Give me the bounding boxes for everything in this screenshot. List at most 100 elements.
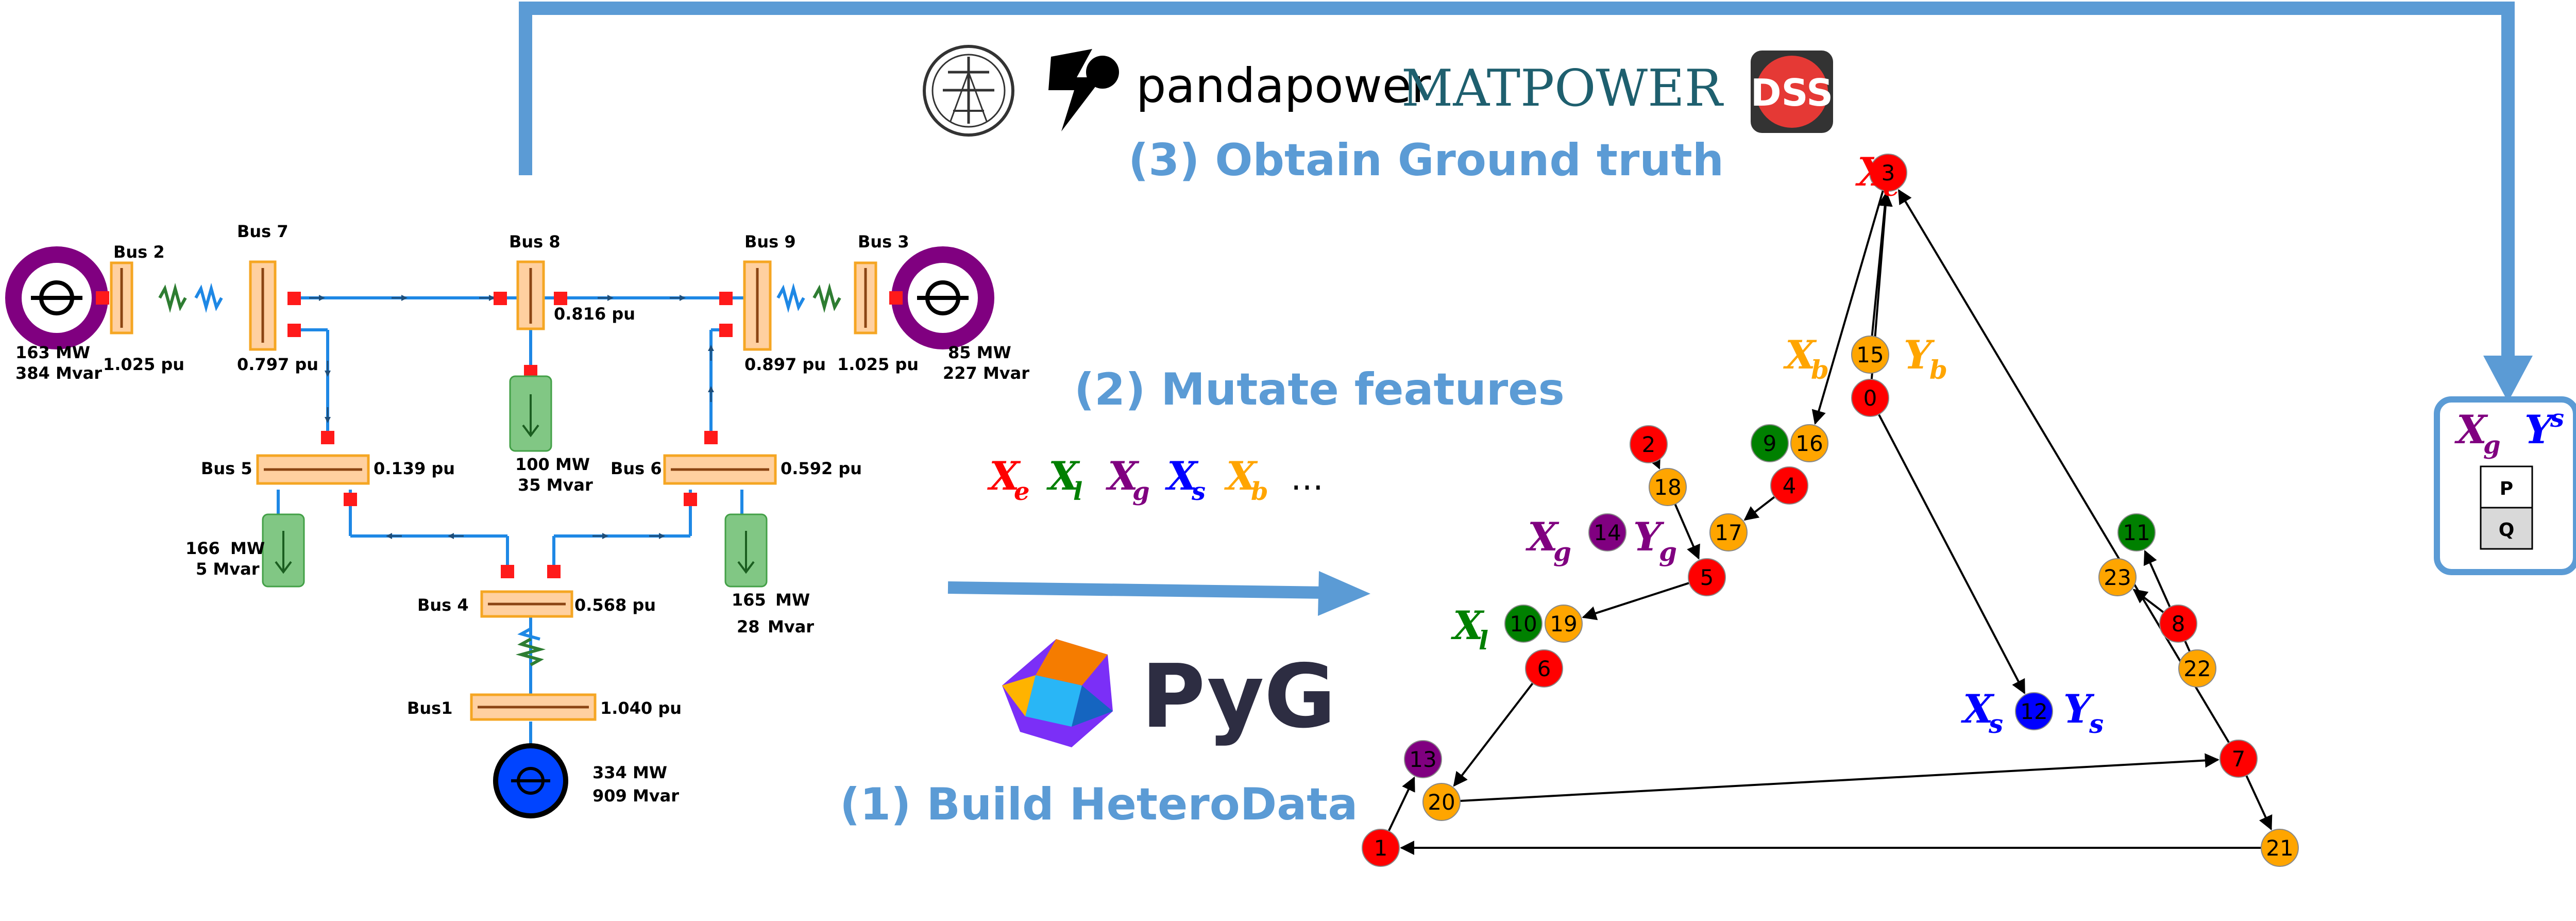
graph-node-12: 12 xyxy=(2015,692,2053,730)
graph-node-circle-18 xyxy=(1649,468,1687,506)
pandapipes-logo xyxy=(923,45,1014,137)
edge-18-5 xyxy=(1674,504,1700,560)
graph-node-circle-2 xyxy=(1630,425,1668,463)
graph-node-circle-9 xyxy=(1751,424,1789,462)
graph-label-xb-sub: b xyxy=(1811,355,1829,385)
graph-node-label-7: 7 xyxy=(2232,746,2246,772)
edge-6-20 xyxy=(1453,682,1534,787)
graph-node-11: 11 xyxy=(2117,513,2156,551)
graph-node-label-20: 20 xyxy=(1428,790,1455,815)
graph-node-circle-15 xyxy=(1851,336,1889,374)
graph-node-21: 21 xyxy=(2261,829,2299,867)
graph-node-circle-3 xyxy=(1869,154,1907,192)
edge-7-21 xyxy=(2245,775,2273,831)
output-xg-base: X xyxy=(2454,407,2488,453)
graph-node-circle-19 xyxy=(1545,605,1583,643)
feature-xl-sub: l xyxy=(1073,477,1082,506)
graph-node-label-4: 4 xyxy=(1783,473,1797,498)
graph-node-label-12: 12 xyxy=(2020,699,2047,724)
graph-label-ys-sub: s xyxy=(2089,709,2104,739)
power-grid-schematic: Bus 2 Bus 7 Bus 8 Bus 9 Bus 3 Bus 5 Bus … xyxy=(5,222,1029,818)
bus4-voltage: 0.568 pu xyxy=(574,595,656,615)
pandapower-logo: pandapower xyxy=(1048,49,1431,131)
bus5-voltage: 0.139 pu xyxy=(374,459,455,478)
grid-lines xyxy=(277,296,762,752)
graph-node-label-5: 5 xyxy=(1700,565,1714,590)
graph-node-circle-0 xyxy=(1851,379,1889,417)
load6-p-unit: MW xyxy=(775,590,810,610)
bus-9-label: Bus 9 xyxy=(744,232,796,252)
graph-label-xs-base: X xyxy=(1961,686,1995,732)
graph-label-xb-base: X xyxy=(1783,332,1817,378)
edge-0-12 xyxy=(1877,413,2026,695)
graph-node-label-15: 15 xyxy=(1856,342,1884,367)
graph-label-xe-base: X xyxy=(1855,149,1889,195)
graph-label-ys-base: Y xyxy=(2063,686,2095,732)
graph-node-label-19: 19 xyxy=(1550,611,1577,637)
edge-20-7 xyxy=(1460,753,2219,802)
graph-node-7: 7 xyxy=(2219,740,2258,778)
graph-label-yg-base: Y xyxy=(1633,514,1665,560)
bus1-voltage: 1.040 pu xyxy=(600,698,682,718)
gen3-p: 85 MW xyxy=(948,343,1011,362)
graph-node-4: 4 xyxy=(1770,466,1808,505)
graph-node-23: 23 xyxy=(2098,558,2137,596)
graph-node-10: 10 xyxy=(1504,605,1543,643)
bus-2-label: Bus 2 xyxy=(113,242,165,262)
feature-xe-sub: e xyxy=(1014,477,1030,506)
feature-xe-base: X xyxy=(987,453,1021,499)
graph-node-circle-14 xyxy=(1588,513,1626,551)
pyg-wordmark: PyG xyxy=(1141,646,1336,748)
bus3-voltage: 1.025 pu xyxy=(837,355,919,374)
graph-node-circle-13 xyxy=(1404,740,1442,778)
output-ys-base: Y xyxy=(2524,407,2556,453)
matpower-logo: MATPOWER xyxy=(1401,59,1724,118)
load8-p: 100 MW xyxy=(515,455,590,474)
graph-node-circle-8 xyxy=(2159,605,2197,643)
graph-node-0: 0 xyxy=(1851,379,1889,417)
graph-node-label-21: 21 xyxy=(2266,835,2293,861)
graph-node-2: 2 xyxy=(1630,425,1668,463)
graph-label-xe-sub: e xyxy=(1883,172,1900,202)
ground-truth-feedback-arrow xyxy=(519,2,2533,402)
graph-node-label-1: 1 xyxy=(1374,835,1388,861)
graph-node-5: 5 xyxy=(1688,558,1726,596)
bus-5-label: Bus 5 xyxy=(201,459,252,478)
graph-node-18: 18 xyxy=(1649,468,1687,506)
graph-node-circle-5 xyxy=(1688,558,1726,596)
feature-ellipsis: … xyxy=(1291,460,1324,498)
graph-node-13: 13 xyxy=(1404,740,1442,778)
graph-node-label-9: 9 xyxy=(1763,431,1777,456)
bus7-voltage: 0.797 pu xyxy=(237,355,318,374)
graph-node-label-3: 3 xyxy=(1882,160,1895,186)
gen2-p: 163 MW xyxy=(15,343,90,362)
generator-bus2 xyxy=(5,246,109,349)
graph-node-8: 8 xyxy=(2159,605,2197,643)
graph-label-yg-sub: g xyxy=(1659,537,1677,567)
graph-node-label-17: 17 xyxy=(1715,520,1742,545)
dss-logo: DSS xyxy=(1751,51,1833,133)
bus-7-label: Bus 7 xyxy=(237,222,289,241)
step-build-heterodata: (1) Build HeteroData xyxy=(840,779,1358,830)
matpower-wordmark: MATPOWER xyxy=(1401,59,1724,118)
transformer-icons-blue xyxy=(194,282,805,641)
pyg-logo: PyG xyxy=(1002,639,1336,748)
feature-xl-base: X xyxy=(1046,453,1080,499)
load8-q: 35 Mvar xyxy=(518,475,593,495)
generator-bus3 xyxy=(889,246,994,349)
gen3-q: 227 Mvar xyxy=(943,363,1029,383)
graph-node-label-11: 11 xyxy=(2123,520,2150,545)
load5-p: 166 xyxy=(185,539,220,558)
flow-markers xyxy=(309,295,714,539)
graph-node-circle-1 xyxy=(1362,829,1400,867)
feature-xg-sub: g xyxy=(1132,477,1150,506)
edge-3-16 xyxy=(1811,190,1884,425)
graph-node-9: 9 xyxy=(1751,424,1789,462)
graph-node-circle-23 xyxy=(2098,558,2137,596)
gen2-q: 384 Mvar xyxy=(15,363,102,383)
feature-xs-sub: s xyxy=(1191,477,1206,506)
graph-node-label-2: 2 xyxy=(1642,432,1656,457)
graph-node-label-13: 13 xyxy=(1409,747,1436,772)
feature-xs-base: X xyxy=(1165,453,1199,499)
